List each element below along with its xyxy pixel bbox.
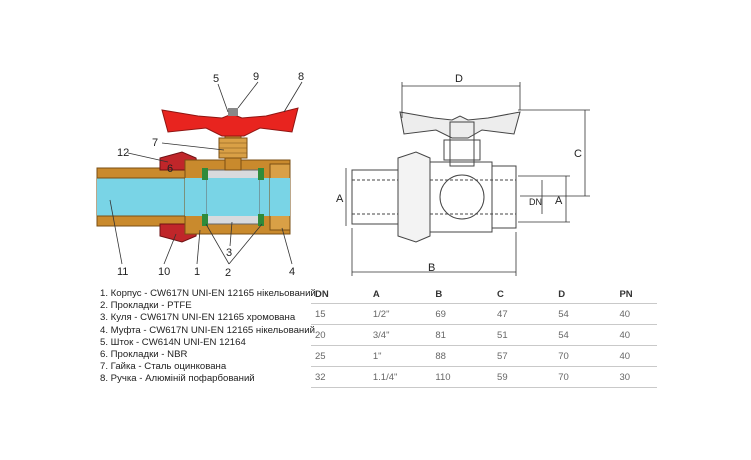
dimensions-table: DN A B C D PN 15 1/2" 69 47 54 40 20 3/4…	[311, 289, 657, 388]
legend-item: 4. Муфта - CW617N UNI-EN 12165 нікельова…	[100, 324, 315, 336]
table-cell: 32	[311, 366, 369, 388]
table-cell: 81	[431, 324, 494, 346]
table-cell: 88	[431, 345, 494, 367]
table-cell: 51	[493, 324, 555, 346]
table-cell: 54	[554, 324, 616, 346]
table-cell: 15	[311, 303, 369, 325]
callout-3: 3	[226, 247, 232, 259]
callout-12: 12	[117, 147, 129, 159]
callout-5: 5	[213, 73, 219, 85]
table-row: 32 1.1/4" 110 59 70 30	[311, 366, 657, 388]
table-cell: 40	[615, 303, 657, 325]
dim-label-d: D	[455, 73, 463, 85]
legend-item: 8. Ручка - Алюміній пофарбований	[100, 373, 255, 385]
seat-right-bottom	[258, 214, 264, 226]
callout-9: 9	[253, 71, 259, 83]
dim-label-b: B	[428, 262, 435, 274]
table-cell: 1.1/4"	[368, 366, 432, 388]
dim-label-a-left: A	[336, 193, 344, 205]
callout-1: 1	[194, 266, 200, 278]
table-row: 15 1/2" 69 47 54 40	[311, 303, 657, 325]
column-header: D	[558, 289, 566, 300]
callout-2: 2	[225, 267, 231, 279]
butterfly-handle	[161, 107, 299, 137]
column-header: DN	[315, 289, 329, 300]
table-cell: 3/4"	[368, 324, 432, 346]
legend-item: 5. Шток - CW614N UNI-EN 12164	[100, 336, 246, 348]
parts-legend: 1. Корпус - CW617N UNI-EN 12165 нікельов…	[100, 288, 316, 386]
table-cell: 25	[311, 345, 369, 367]
table-cell: 57	[493, 345, 555, 367]
legend-item: 3. Куля - CW617N UNI-EN 12165 хромована	[100, 312, 296, 324]
seat-right-top	[258, 168, 264, 180]
callout-8: 8	[298, 71, 304, 83]
table-cell: 110	[431, 366, 494, 388]
legend-item: 6. Прокладки - NBR	[100, 349, 188, 361]
dim-label-c: C	[574, 148, 582, 160]
callout-4: 4	[289, 266, 295, 278]
dim-label-dn: DN	[529, 197, 542, 207]
dimension-labels: D C A DN A B	[336, 73, 582, 274]
leader-lines	[109, 81, 303, 265]
table-cell: 40	[615, 345, 657, 367]
table-row: 20 3/4" 81 51 54 40	[311, 324, 657, 346]
table-cell: 47	[493, 303, 555, 325]
seat-left-top	[202, 168, 208, 180]
handle-screw	[228, 108, 238, 116]
table-cell: 40	[615, 324, 657, 346]
column-header: PN	[619, 289, 633, 300]
callout-6: 6	[167, 163, 173, 175]
table-cell: 30	[615, 366, 657, 388]
table-row: 25 1" 88 57 70 40	[311, 345, 657, 367]
table-cell: 69	[431, 303, 494, 325]
callout-11: 11	[117, 266, 128, 278]
callout-10: 10	[158, 266, 170, 278]
table-cell: 59	[493, 366, 555, 388]
callout-7: 7	[152, 137, 158, 149]
table-cell: 1/2"	[368, 303, 432, 325]
table-cell: 70	[554, 345, 616, 367]
dim-label-a: A	[555, 195, 563, 207]
seat-left-bottom	[202, 214, 208, 226]
column-header: B	[435, 289, 443, 300]
column-header: C	[497, 289, 504, 300]
table-cell: 1"	[368, 345, 432, 367]
column-header: A	[372, 289, 380, 300]
table-header-row: DN A B C D PN	[311, 289, 657, 304]
legend-item: 2. Прокладки - PTFE	[100, 300, 192, 312]
table-cell: 54	[554, 303, 616, 325]
legend-item: 7. Гайка - Сталь оцинкована	[100, 361, 227, 373]
legend-item: 1. Корпус - CW617N UNI-EN 12165 нікельов…	[100, 288, 316, 299]
table-cell: 70	[554, 366, 616, 388]
dimension-lines	[345, 82, 590, 276]
ball-bore	[207, 178, 259, 216]
valve-outline	[351, 111, 521, 243]
callout-labels: 1 2 3 4 5 6 7 8 9 10 11 12	[117, 71, 304, 279]
table-cell: 20	[311, 324, 369, 346]
